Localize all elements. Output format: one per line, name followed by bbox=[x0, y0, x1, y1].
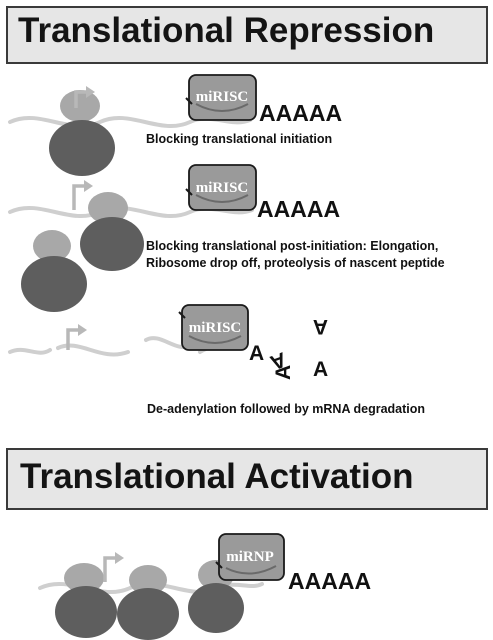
mirnp-complex bbox=[218, 533, 285, 581]
repression-title: Translational Repression bbox=[18, 11, 435, 50]
mechanism-post-initiation: miRISC AAAAA bbox=[8, 164, 340, 312]
ribosome-large-subunit bbox=[55, 586, 117, 638]
ribosome-large-subunit bbox=[21, 256, 87, 312]
polya-tail: AAAAA bbox=[288, 568, 371, 594]
caption-initiation: Blocking translational initiation bbox=[146, 132, 333, 146]
ribosome-large-subunit bbox=[80, 217, 144, 271]
polya-tail: AAAAA bbox=[257, 196, 340, 222]
mirnp-label: miRNP bbox=[226, 549, 274, 565]
mirisc-label: miRISC bbox=[189, 320, 242, 336]
caption-post-initiation-line1: Blocking translational post-initiation: … bbox=[146, 239, 439, 253]
scattered-a: A bbox=[313, 315, 328, 338]
repression-header-box bbox=[6, 6, 488, 64]
ribosome-small-subunit bbox=[64, 563, 104, 593]
activation-header-box bbox=[6, 448, 488, 510]
mechanism-deadenylation: miRISC A A A A A bbox=[8, 304, 328, 381]
mechanism-initiation: miRISC AAAAA bbox=[8, 74, 342, 176]
mrna-fragment bbox=[56, 343, 130, 357]
scattered-a: A bbox=[313, 358, 328, 381]
ribosome-large-subunit bbox=[188, 583, 244, 633]
scattered-a: A bbox=[272, 365, 295, 380]
ribosome-large-subunit bbox=[49, 120, 115, 176]
caption-post-initiation-line2: Ribosome drop off, proteolysis of nascen… bbox=[146, 256, 445, 270]
mirisc-complex bbox=[181, 304, 249, 351]
ribosome-large-subunit bbox=[117, 588, 179, 640]
mirisc-label: miRISC bbox=[196, 89, 249, 105]
scattered-a: A bbox=[267, 347, 289, 374]
caption-deadenylation: De-adenylation followed by mRNA degradat… bbox=[147, 402, 426, 416]
start-arrow-icon bbox=[74, 90, 88, 108]
mechanism-activation: miRNP AAAAA bbox=[38, 533, 371, 640]
polya-tail: AAAAA bbox=[259, 100, 342, 126]
ribosome-small-subunit bbox=[88, 192, 128, 224]
ribosome-small-subunit bbox=[129, 565, 167, 595]
scattered-a: A bbox=[249, 342, 264, 365]
start-arrow-icon bbox=[103, 556, 117, 582]
ribosome-small-subunit bbox=[33, 230, 71, 262]
start-arrow-icon bbox=[72, 184, 86, 210]
mirisc-label: miRISC bbox=[196, 180, 249, 196]
start-arrow-icon bbox=[66, 328, 80, 350]
mrna-fragment bbox=[8, 347, 52, 355]
activation-title: Translational Activation bbox=[20, 457, 414, 496]
ribosome-small-subunit bbox=[60, 90, 100, 122]
